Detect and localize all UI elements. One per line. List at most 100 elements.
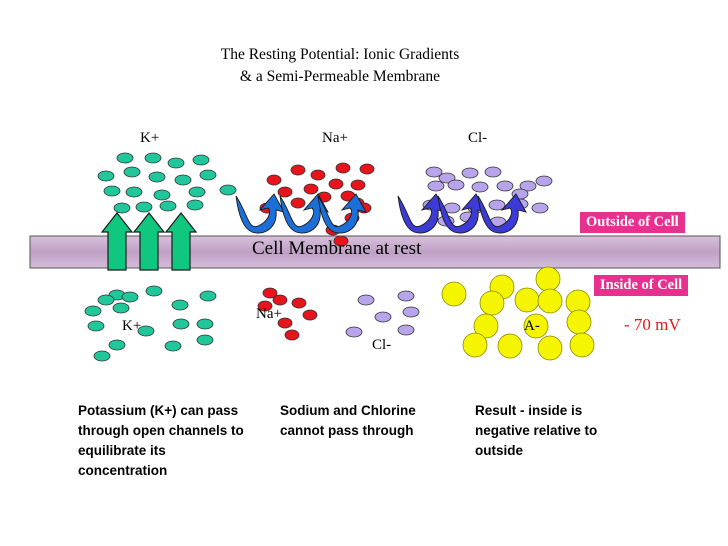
label-inside-anion: A- bbox=[524, 318, 540, 334]
membrane-potential-value: - 70 mV bbox=[624, 315, 681, 334]
sodium-ion bbox=[262, 287, 278, 299]
potassium-ion bbox=[188, 186, 206, 198]
chloride-ion bbox=[397, 324, 415, 336]
anion-particle bbox=[535, 266, 561, 292]
chloride-ion bbox=[425, 166, 443, 178]
sodium-ion bbox=[359, 163, 375, 175]
sodium-blocked-arrow bbox=[279, 193, 329, 234]
anion-particle bbox=[462, 332, 488, 358]
label-outside-chloride: Cl- bbox=[468, 130, 488, 146]
potassium-ion bbox=[153, 189, 171, 201]
potassium-ion bbox=[87, 320, 105, 332]
anion-particle bbox=[523, 313, 549, 339]
anion-particle bbox=[473, 313, 499, 339]
chloride-ion bbox=[484, 166, 502, 178]
chloride-ion bbox=[496, 180, 514, 192]
sodium-ion bbox=[290, 197, 306, 209]
chloride-ion bbox=[447, 179, 465, 191]
sodium-ion bbox=[310, 169, 326, 181]
sodium-ion bbox=[350, 179, 366, 191]
chloride-blocked-arrow bbox=[397, 193, 447, 234]
note-sodium-chlorine: Sodium and Chlorine cannot pass through bbox=[280, 403, 416, 438]
potassium-channel-arrow bbox=[100, 212, 134, 271]
sodium-ion bbox=[277, 186, 293, 198]
potassium-ion bbox=[199, 169, 217, 181]
potassium-ion bbox=[174, 174, 192, 186]
chloride-blocked-arrow bbox=[477, 193, 527, 234]
sodium-ion bbox=[335, 162, 351, 174]
potassium-ion bbox=[135, 201, 153, 213]
chloride-ion bbox=[531, 202, 549, 214]
label-inside-potassium: K+ bbox=[122, 318, 142, 334]
chloride-ion bbox=[345, 326, 363, 338]
chloride-ion bbox=[357, 294, 375, 306]
potassium-ion bbox=[97, 170, 115, 182]
potassium-ion bbox=[113, 202, 131, 214]
potassium-ion bbox=[148, 171, 166, 183]
sodium-ion bbox=[291, 297, 307, 309]
sodium-ion bbox=[333, 235, 349, 247]
potassium-ion bbox=[192, 154, 210, 166]
chloride-ion bbox=[488, 199, 506, 211]
sodium-ion bbox=[302, 309, 318, 321]
sodium-blocked-arrow bbox=[317, 193, 367, 234]
chloride-ion bbox=[535, 175, 553, 187]
chloride-ion bbox=[519, 180, 537, 192]
potassium-ion bbox=[219, 184, 237, 196]
potassium-ion bbox=[112, 302, 130, 314]
sodium-ion bbox=[277, 317, 293, 329]
label-outside-potassium: K+ bbox=[140, 130, 160, 146]
chloride-ion bbox=[461, 167, 479, 179]
chloride-ion bbox=[427, 180, 445, 192]
chloride-ion bbox=[471, 181, 489, 193]
potassium-ion bbox=[167, 157, 185, 169]
anion-particle bbox=[566, 309, 592, 335]
potassium-ion bbox=[123, 166, 141, 178]
sodium-ion bbox=[272, 294, 288, 306]
chloride-ion bbox=[438, 172, 456, 184]
potassium-channel-arrow bbox=[132, 212, 166, 271]
potassium-ion bbox=[159, 200, 177, 212]
potassium-ion bbox=[171, 299, 189, 311]
potassium-ion bbox=[103, 185, 121, 197]
anion-particle bbox=[497, 333, 523, 359]
sodium-ion bbox=[257, 300, 273, 312]
potassium-ion bbox=[121, 291, 139, 303]
note-potassium: Potassium (K+) can pass through open cha… bbox=[78, 403, 244, 478]
potassium-ion bbox=[144, 152, 162, 164]
anion-particle bbox=[479, 290, 505, 316]
potassium-ion bbox=[137, 325, 155, 337]
sodium-ion bbox=[328, 178, 344, 190]
potassium-ion bbox=[145, 285, 163, 297]
sodium-ion bbox=[266, 174, 282, 186]
anion-particle bbox=[514, 287, 540, 313]
membrane-label: Cell Membrane at rest bbox=[252, 238, 422, 259]
diagram-title: The Resting Potential: Ionic Gradients &… bbox=[150, 44, 530, 88]
inside-of-cell-tag: Inside of Cell bbox=[594, 275, 689, 296]
anion-particle bbox=[537, 335, 563, 361]
potassium-channel-arrow bbox=[164, 212, 198, 271]
anion-particle bbox=[569, 332, 595, 358]
chloride-ion bbox=[397, 290, 415, 302]
note-result: Result - inside is negative relative to … bbox=[475, 403, 598, 458]
potassium-ion bbox=[116, 152, 134, 164]
potassium-ion bbox=[93, 350, 111, 362]
potassium-ion bbox=[196, 334, 214, 346]
anion-particle bbox=[441, 281, 467, 307]
potassium-ion bbox=[108, 339, 126, 351]
potassium-ion bbox=[125, 186, 143, 198]
label-inside-chloride: Cl- bbox=[372, 337, 392, 353]
potassium-ion bbox=[186, 199, 204, 211]
title-line-1: The Resting Potential: Ionic Gradients bbox=[220, 46, 460, 63]
potassium-ion bbox=[172, 318, 190, 330]
sodium-ion bbox=[303, 183, 319, 195]
potassium-ion bbox=[164, 340, 182, 352]
title-line-2: & a Semi-Permeable Membrane bbox=[239, 68, 441, 85]
sodium-ion bbox=[290, 164, 306, 176]
chloride-blocked-arrow bbox=[437, 193, 487, 234]
anion-particle bbox=[537, 288, 563, 314]
outside-of-cell-tag: Outside of Cell bbox=[580, 212, 685, 233]
potassium-ion bbox=[196, 318, 214, 330]
label-inside-sodium: Na+ bbox=[256, 306, 282, 322]
